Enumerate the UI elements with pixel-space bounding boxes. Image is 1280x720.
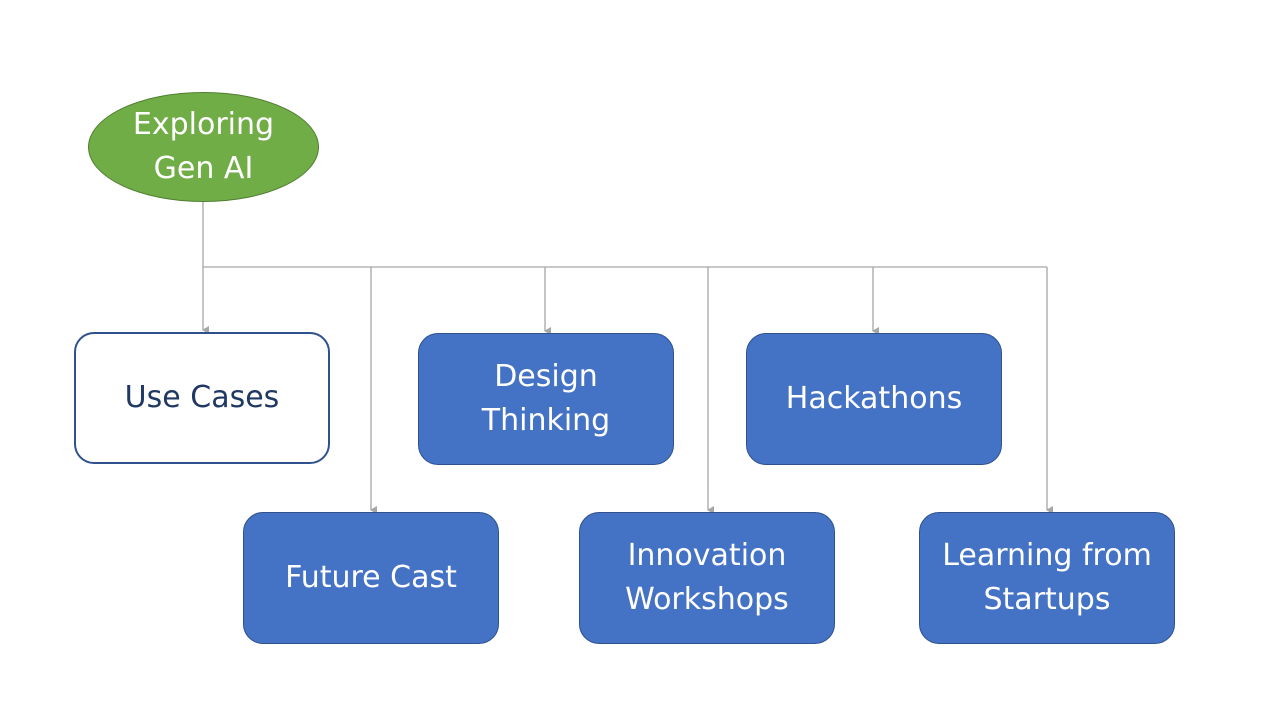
node-design-thinking[interactable]: Design Thinking: [418, 333, 674, 465]
node-innovation-workshops[interactable]: Innovation Workshops: [579, 512, 835, 644]
node-use-cases[interactable]: Use Cases: [74, 332, 330, 464]
node-label: Learning from Startups: [942, 538, 1152, 617]
node-label: Design Thinking: [481, 359, 611, 438]
node-future-cast[interactable]: Future Cast: [243, 512, 499, 644]
node-label: Use Cases: [124, 380, 280, 415]
root-node-exploring-gen-ai[interactable]: Exploring Gen AI: [88, 92, 319, 202]
node-label: Hackathons: [785, 381, 963, 416]
root-node-label: Exploring Gen AI: [132, 107, 275, 186]
node-label: Future Cast: [285, 560, 457, 595]
node-label: Innovation Workshops: [625, 538, 789, 617]
node-hackathons[interactable]: Hackathons: [746, 333, 1002, 465]
node-learning-from-startups[interactable]: Learning from Startups: [919, 512, 1175, 644]
